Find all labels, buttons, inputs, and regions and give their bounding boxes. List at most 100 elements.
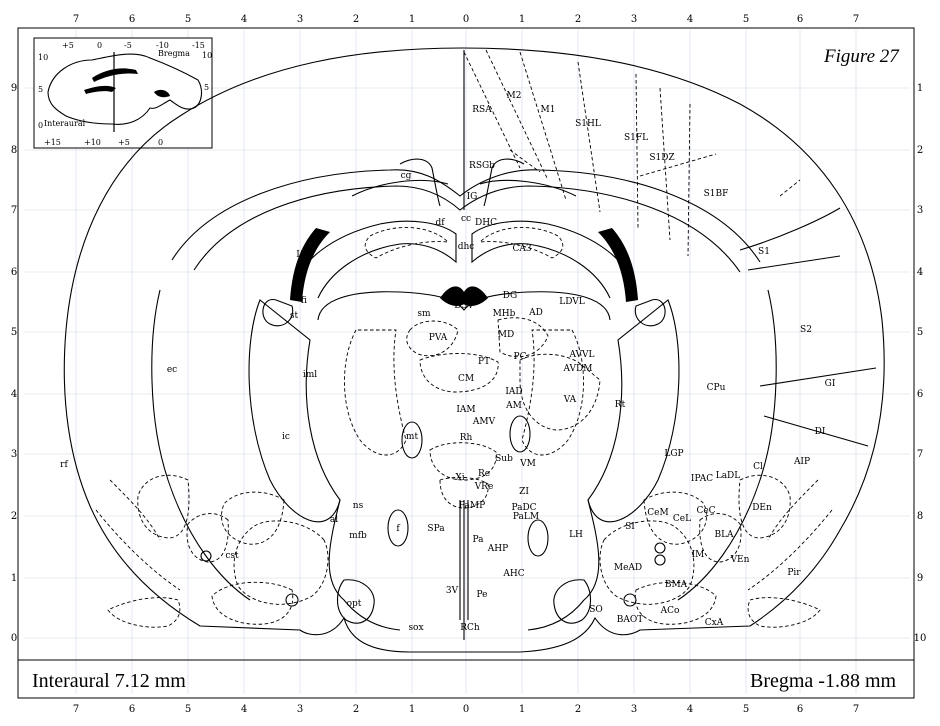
region-label-so: SO bbox=[589, 605, 603, 615]
region-label-re: Re bbox=[478, 469, 490, 479]
region-label-zi: ZI bbox=[519, 487, 529, 497]
bottom-scale-tick: 4 bbox=[687, 704, 693, 715]
top-scale-tick: 4 bbox=[241, 14, 247, 25]
right-scale-tick: 10 bbox=[914, 633, 927, 644]
bottom-scale-tick: 3 bbox=[631, 704, 637, 715]
region-label-pa: Pa bbox=[472, 535, 484, 545]
region-label-iam: IAM bbox=[456, 405, 475, 415]
region-label-s1: S1 bbox=[758, 247, 770, 257]
region-label-cst: cst bbox=[225, 551, 239, 561]
region-label-df: df bbox=[435, 218, 445, 228]
bottom-scale: 765432101234567 bbox=[73, 704, 859, 715]
region-label-cec: CeC bbox=[696, 506, 715, 516]
region-label-ladl: LaDL bbox=[716, 471, 741, 481]
region-label-avdm: AVDM bbox=[563, 364, 593, 374]
region-label-sub: Sub bbox=[495, 454, 513, 464]
top-scale-tick: 1 bbox=[519, 14, 525, 25]
bottom-scale-tick: 1 bbox=[519, 704, 525, 715]
top-scale-tick: 7 bbox=[73, 14, 79, 25]
region-label-s1hl: S1HL bbox=[575, 119, 601, 129]
top-scale-tick: 0 bbox=[463, 14, 469, 25]
region-label-dhc: dhc bbox=[458, 242, 475, 252]
bottom-scale-tick: 2 bbox=[353, 704, 359, 715]
region-label-ldvl: LDVL bbox=[559, 297, 585, 307]
bottom-scale-tick: 2 bbox=[575, 704, 581, 715]
region-label-rch: RCh bbox=[460, 623, 480, 633]
left-scale-tick: 0 bbox=[11, 633, 17, 644]
region-label-im: IM bbox=[692, 550, 705, 560]
region-label-dhc: DHC bbox=[475, 218, 497, 228]
top-scale-tick: 6 bbox=[129, 14, 135, 25]
bottom-scale-tick: 7 bbox=[853, 704, 859, 715]
region-label-cg: cg bbox=[401, 171, 412, 181]
inset-left-tick: 5 bbox=[38, 85, 43, 94]
region-label-vre: VRe bbox=[474, 482, 494, 492]
region-label-ad: AD bbox=[528, 308, 543, 318]
left-scale-tick: 8 bbox=[11, 145, 17, 156]
region-label-aip: AIP bbox=[793, 457, 810, 467]
region-label-ig: IG bbox=[467, 192, 478, 202]
region-label-cl: Cl bbox=[753, 462, 763, 472]
left-scale-tick: 6 bbox=[11, 267, 17, 278]
bottom-scale-tick: 6 bbox=[129, 704, 135, 715]
right-scale-tick: 5 bbox=[917, 327, 923, 338]
region-label-rt: Rt bbox=[615, 400, 626, 410]
region-label-pt: PT bbox=[478, 357, 490, 367]
bregma-coordinate: Bregma -1.88 mm bbox=[750, 670, 897, 692]
interaural-coordinate: Interaural 7.12 mm bbox=[32, 670, 186, 692]
region-label-bma: BMA bbox=[665, 580, 688, 590]
top-scale-tick: 5 bbox=[185, 14, 191, 25]
top-scale-tick: 2 bbox=[353, 14, 359, 25]
region-label-mhb: MHb bbox=[493, 309, 516, 319]
region-label-pc: PC bbox=[514, 352, 527, 362]
right-scale: 12345678910 bbox=[914, 83, 927, 644]
region-label-sm: sm bbox=[417, 309, 431, 319]
region-label-amv: AMV bbox=[472, 417, 496, 427]
top-scale-tick: 6 bbox=[797, 14, 803, 25]
bottom-scale-tick: 0 bbox=[463, 704, 469, 715]
region-label-rsa: RSA bbox=[472, 105, 492, 115]
inset-right-tick: 10 bbox=[202, 51, 212, 60]
region-label-lv: LV bbox=[296, 250, 308, 260]
region-label-xi: Xi bbox=[455, 473, 464, 483]
region-label-fi: fi bbox=[301, 296, 307, 306]
region-label-m2: M2 bbox=[507, 91, 522, 101]
region-label-sox: sox bbox=[408, 623, 423, 633]
region-label-ec: ec bbox=[167, 365, 177, 375]
inset-top-tick: -15 bbox=[192, 41, 205, 50]
region-label-ipac: IPAC bbox=[691, 474, 713, 484]
region-label-pe: Pe bbox=[477, 590, 488, 600]
region-label-al: al bbox=[330, 515, 338, 525]
region-label-palm: PaLM bbox=[513, 512, 539, 522]
figure-title: Figure 27 bbox=[823, 46, 900, 67]
region-label-d3v: D3V bbox=[454, 301, 474, 311]
region-label-avvl: AVVL bbox=[568, 350, 594, 360]
top-scale-tick: 7 bbox=[853, 14, 859, 25]
left-scale-tick: 7 bbox=[11, 205, 17, 216]
inset-bottom-tick: 0 bbox=[158, 138, 163, 147]
bottom-scale-tick: 3 bbox=[297, 704, 303, 715]
right-scale-tick: 9 bbox=[917, 573, 923, 584]
inset-left-tick: 10 bbox=[38, 53, 48, 62]
region-label-rsgb: RSGb bbox=[469, 161, 495, 171]
region-label-am: AM bbox=[505, 401, 522, 411]
inset-right-tick: 5 bbox=[204, 83, 209, 92]
bottom-scale-tick: 7 bbox=[73, 704, 79, 715]
left-scale-tick: 9 bbox=[11, 83, 17, 94]
region-label-s1bf: S1BF bbox=[704, 189, 729, 199]
region-labels: RSAM2M1S1HLS1FLS1DZS1BFRSGbcgIGccdfDHCdh… bbox=[60, 91, 836, 633]
top-scale-tick: 5 bbox=[743, 14, 749, 25]
bottom-scale-tick: 1 bbox=[409, 704, 415, 715]
bottom-scale-tick: 6 bbox=[797, 704, 803, 715]
region-label-ns: ns bbox=[353, 501, 364, 511]
right-scale-tick: 4 bbox=[917, 267, 923, 278]
region-label-den: DEn bbox=[752, 503, 772, 513]
top-scale-tick: 3 bbox=[297, 14, 303, 25]
left-scale: 9876543210 bbox=[11, 83, 17, 644]
sagittal-inset: +5 0 -5 -10 -15 Bregma 10 5 0 10 5 Inter… bbox=[34, 38, 212, 148]
region-label-lgp: LGP bbox=[664, 449, 683, 459]
region-label-vm: VM bbox=[519, 459, 536, 469]
region-label-s2: S2 bbox=[800, 325, 812, 335]
inset-top-tick: -5 bbox=[124, 41, 132, 50]
